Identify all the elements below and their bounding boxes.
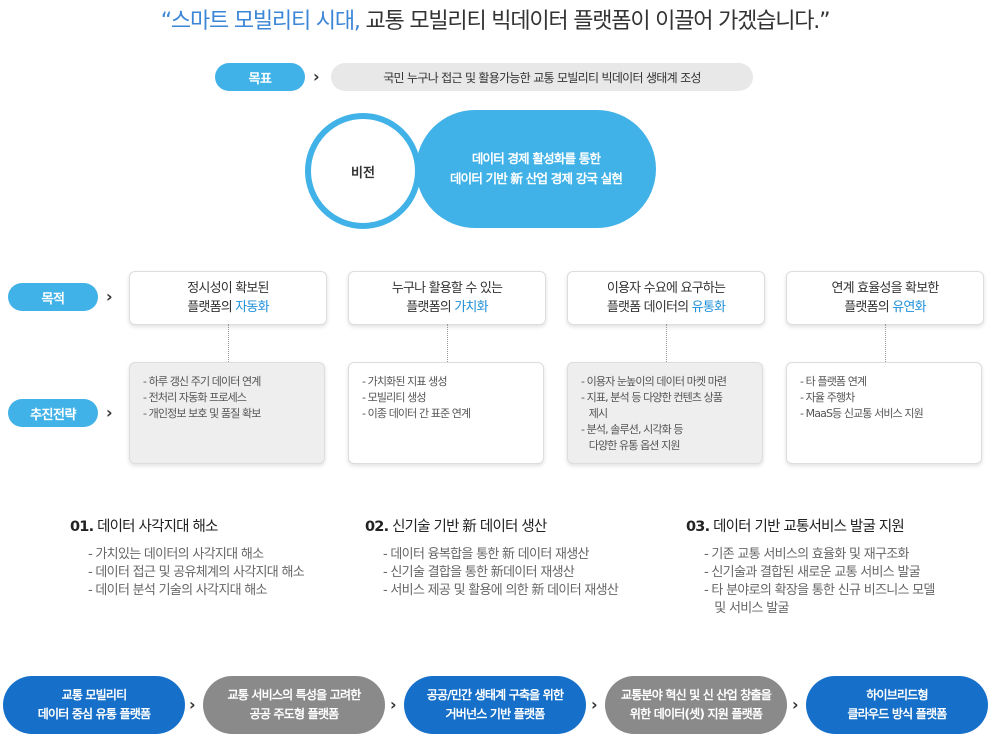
strategy-card-1: - 하루 갱신 주기 데이터 연계 - 전처리 자동화 프로세스 - 개인정보 … xyxy=(129,362,325,464)
chevron-right-icon: › xyxy=(106,403,113,422)
headline-open-quote: “ xyxy=(160,9,172,34)
flow-step-line-1: 교통 모빌리티 xyxy=(61,688,128,702)
headline-rest-text: 교통 모빌리티 빅데이터 플랫폼이 이끌어 가겠습니다. xyxy=(359,9,820,34)
purpose-line-2: 플랫폼의 xyxy=(406,300,455,315)
connector-line xyxy=(885,324,886,362)
purpose-card-4: 연계 효율성을 확보한 플랫폼의 유연화 xyxy=(786,271,984,325)
section-list-1: - 가치있는 데이터의 사각지대 해소 - 데이터 접근 및 공유체계의 사각지… xyxy=(88,546,305,600)
chevron-right-icon: › xyxy=(106,287,113,306)
flow-step-line-2: 위한 데이터(셋) 지원 플랫폼 xyxy=(629,707,763,721)
chevron-right-icon: › xyxy=(313,67,320,86)
purpose-label: 목적 xyxy=(8,283,98,311)
connector-line xyxy=(447,324,448,362)
flow-step-line-1: 하이브리드형 xyxy=(866,688,928,702)
section-item: 및 서비스 발굴 xyxy=(704,601,789,616)
strategy-item: - 이종 데이터 간 표준 연계 xyxy=(362,407,471,420)
section-number: 03. xyxy=(686,519,710,535)
section-title-text: 데이터 기반 교통서비스 발굴 지원 xyxy=(709,519,905,535)
strategy-card-3: - 이용자 눈높이의 데이터 마켓 마련 - 지표, 분석 등 다양한 컨텐츠 … xyxy=(567,362,763,464)
purpose-card-3: 이용자 수요에 요구하는 플랫폼 데이터의 유통화 xyxy=(567,271,765,325)
flow-step-line-2: 클라우드 방식 플랫폼 xyxy=(847,707,948,721)
purpose-line-2: 플랫폼 데이터의 xyxy=(606,300,692,315)
section-title-3: 03. 데이터 기반 교통서비스 발굴 지원 xyxy=(686,515,905,536)
strategy-item: - 전처리 자동화 프로세스 xyxy=(143,391,247,404)
flow-step-4: 교통분야 혁신 및 신 산업 창출을 위한 데이터(셋) 지원 플랫폼 xyxy=(605,676,787,734)
strategy-item: - 개인정보 보호 및 품질 확보 xyxy=(143,407,261,420)
goal-label: 목표 xyxy=(215,63,305,91)
strategy-item: - 분석, 솔루션, 시각화 등 xyxy=(581,423,684,436)
section-list-3: - 기존 교통 서비스의 효율화 및 재구조화 - 신기술과 결합된 새로운 교… xyxy=(704,546,935,618)
flow-step-5: 하이브리드형 클라우드 방식 플랫폼 xyxy=(806,676,988,734)
strategy-item: - 자율 주행차 xyxy=(800,391,855,404)
section-title-2: 02. 신기술 기반 新 데이터 생산 xyxy=(365,515,547,536)
flow-step-line-1: 교통 서비스의 특성을 고려한 xyxy=(227,688,361,702)
vision-line-2: 데이터 기반 新 산업 경제 강국 실현 xyxy=(449,171,623,186)
strategy-item: - 이용자 눈높이의 데이터 마켓 마련 xyxy=(581,375,727,388)
strategy-item: - 지표, 분석 등 다양한 컨텐츠 상품 xyxy=(581,391,723,404)
vision-label: 비전 xyxy=(305,113,421,229)
purpose-highlight: 자동화 xyxy=(235,300,269,315)
section-title-text: 데이터 사각지대 해소 xyxy=(93,519,218,535)
headline-blue-text: 스마트 모빌리티 시대, xyxy=(170,9,361,34)
flow-step-3: 공공/민간 생태계 구축을 위한 거버넌스 기반 플랫폼 xyxy=(404,676,586,734)
purpose-card-2: 누구나 활용할 수 있는 플랫폼의 가치화 xyxy=(348,271,546,325)
purpose-line-1: 누구나 활용할 수 있는 xyxy=(391,281,503,296)
chevron-right-icon: › xyxy=(792,695,799,714)
strategy-item: 제시 xyxy=(581,407,608,420)
headline-close-quote: ” xyxy=(819,9,830,34)
strategy-item: - 타 플랫폼 연계 xyxy=(800,375,867,388)
vision-statement: 데이터 경제 활성화를 통한 데이터 기반 新 산업 경제 강국 실현 xyxy=(416,110,656,228)
flow-step-1: 교통 모빌리티 데이터 중심 유통 플랫폼 xyxy=(3,676,185,734)
strategy-item: 다양한 유통 옵션 지원 xyxy=(581,439,681,452)
strategy-item: - 하루 갱신 주기 데이터 연계 xyxy=(143,375,261,388)
goal-text: 국민 누구나 접근 및 활용가능한 교통 모빌리티 빅데이터 생태계 조성 xyxy=(331,63,753,91)
chevron-right-icon: › xyxy=(591,695,598,714)
strategy-card-2: - 가치화된 지표 생성 - 모빌리티 생성 - 이종 데이터 간 표준 연계 xyxy=(348,362,544,464)
section-number: 02. xyxy=(365,519,389,535)
purpose-card-1: 정시성이 확보된 플랫폼의 자동화 xyxy=(129,271,327,325)
purpose-highlight: 유연화 xyxy=(892,300,926,315)
section-item: - 타 분야로의 확장을 통한 신규 비즈니스 모델 xyxy=(704,583,935,598)
section-item: - 기존 교통 서비스의 효율화 및 재구조화 xyxy=(704,547,909,562)
flow-step-line-1: 교통분야 혁신 및 신 산업 창출을 xyxy=(620,688,772,702)
chevron-right-icon: › xyxy=(410,162,416,178)
flow-step-line-2: 공공 주도형 플랫폼 xyxy=(249,707,339,721)
purpose-highlight: 가치화 xyxy=(454,300,488,315)
section-title-1: 01. 데이터 사각지대 해소 xyxy=(70,515,218,536)
connector-line xyxy=(228,324,229,362)
strategy-label: 추진전략 xyxy=(8,399,98,427)
strategy-item: - 모빌리티 생성 xyxy=(362,391,426,404)
section-item: - 신기술 결합을 통한 新데이터 재생산 xyxy=(383,565,575,580)
purpose-line-2: 플랫폼의 xyxy=(844,300,893,315)
section-item: - 신기술과 결합된 새로운 교통 서비스 발굴 xyxy=(704,565,921,580)
purpose-line-1: 연계 효율성을 확보한 xyxy=(831,281,939,296)
purpose-line-1: 이용자 수요에 요구하는 xyxy=(606,281,726,296)
purpose-highlight: 유통화 xyxy=(691,300,726,315)
purpose-line-2: 플랫폼의 xyxy=(187,300,236,315)
flow-step-2: 교통 서비스의 특성을 고려한 공공 주도형 플랫폼 xyxy=(203,676,385,734)
section-item: - 서비스 제공 및 활용에 의한 新 데이터 재생산 xyxy=(383,583,619,598)
chevron-right-icon: › xyxy=(189,695,196,714)
chevron-right-icon: › xyxy=(390,695,397,714)
section-item: - 데이터 분석 기술의 사각지대 해소 xyxy=(88,583,267,598)
flow-step-line-2: 데이터 중심 유통 플랫폼 xyxy=(37,707,151,721)
headline: “스마트 모빌리티 시대, 교통 모빌리티 빅데이터 플랫폼이 이끌어 가겠습니… xyxy=(0,3,990,35)
flow-step-line-2: 거버넌스 기반 플랫폼 xyxy=(445,707,546,721)
section-item: - 데이터 접근 및 공유체계의 사각지대 해소 xyxy=(88,565,305,580)
connector-line xyxy=(666,324,667,362)
flow-step-line-1: 공공/민간 생태계 구축을 위한 xyxy=(426,688,564,702)
strategy-card-4: - 타 플랫폼 연계 - 자율 주행차 - MaaS등 신교통 서비스 지원 xyxy=(786,362,982,464)
section-title-text: 신기술 기반 新 데이터 생산 xyxy=(388,519,547,535)
strategy-item: - 가치화된 지표 생성 xyxy=(362,375,448,388)
section-list-2: - 데이터 융복합을 통한 新 데이터 재생산 - 신기술 결합을 통한 新데이… xyxy=(383,546,619,600)
section-item: - 가치있는 데이터의 사각지대 해소 xyxy=(88,547,264,562)
vision-line-1: 데이터 경제 활성화를 통한 xyxy=(471,151,601,166)
section-number: 01. xyxy=(70,519,94,535)
strategy-item: - MaaS등 신교통 서비스 지원 xyxy=(800,407,924,420)
section-item: - 데이터 융복합을 통한 新 데이터 재생산 xyxy=(383,547,589,562)
purpose-line-1: 정시성이 확보된 xyxy=(187,281,269,296)
